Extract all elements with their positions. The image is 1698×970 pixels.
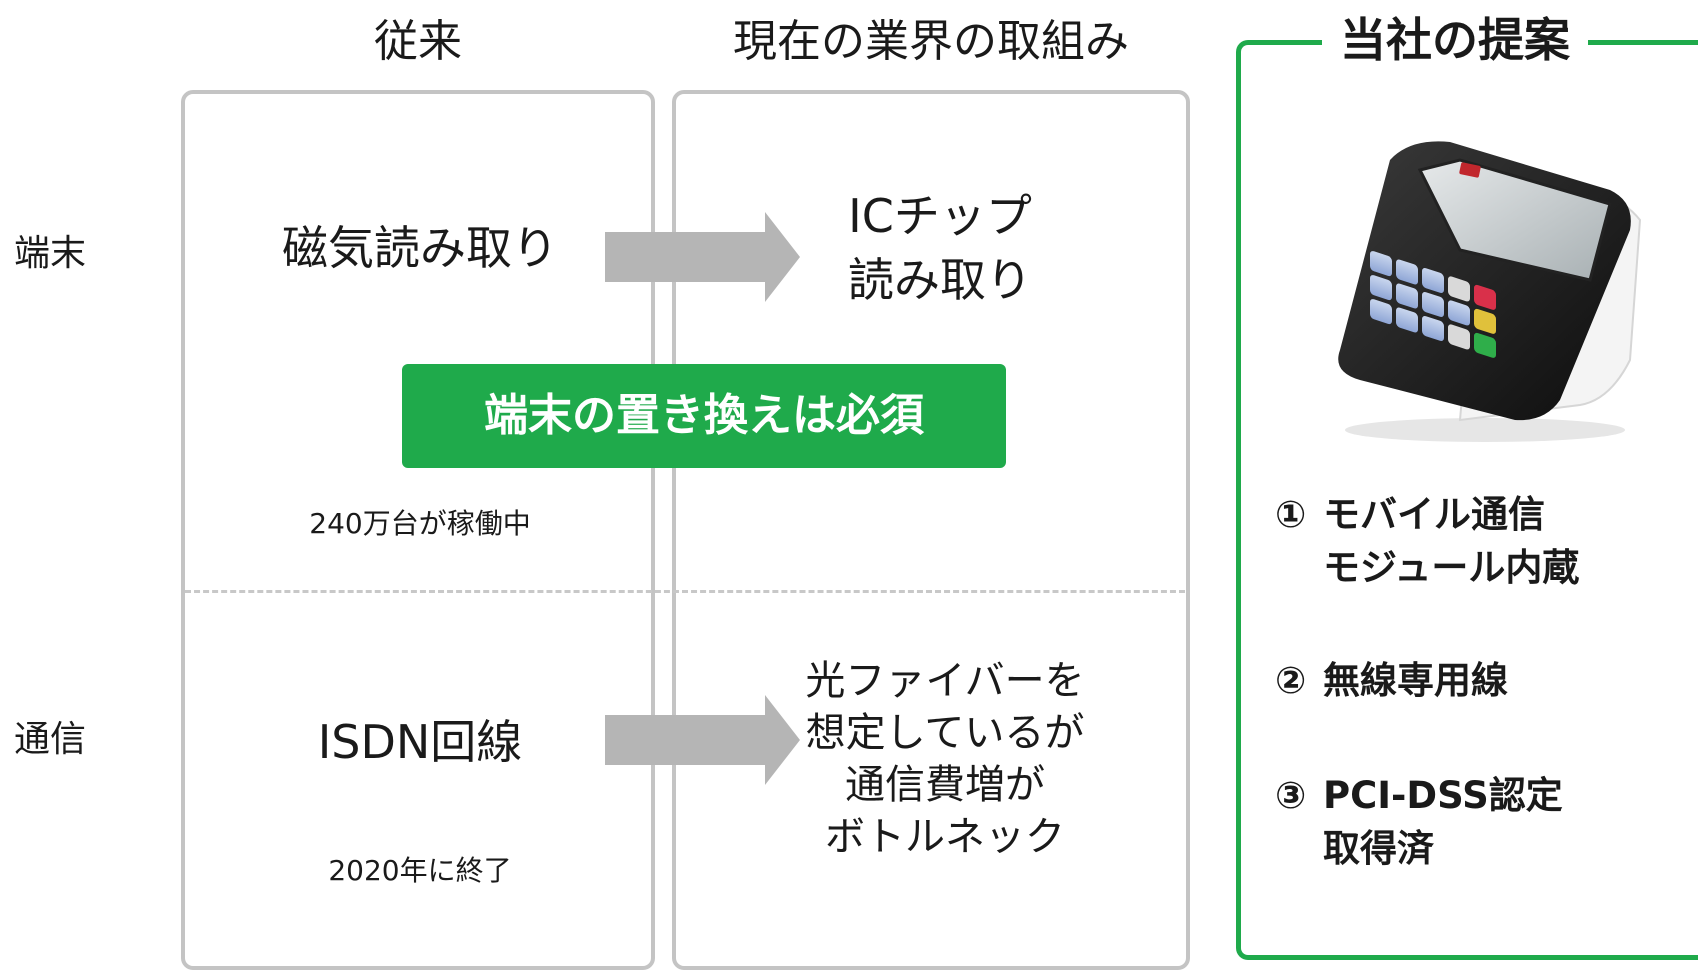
feature-number: ③ (1275, 774, 1307, 817)
proposal-title: 当社の提案 (1322, 10, 1588, 70)
feature-item: ③ PCI-DSS認定 取得済 (1275, 769, 1563, 875)
conventional-communication-note: 2020年に終了 (328, 854, 512, 887)
row-label-communication: 通信 (14, 719, 87, 760)
conventional-terminal-note: 240万台が稼働中 (309, 507, 531, 540)
current-communication-text: 光ファイバーを 想定しているが 通信費増が ボトルネック (770, 655, 1120, 863)
current-communication-line: 光ファイバーを (805, 658, 1085, 704)
conventional-panel (181, 90, 655, 970)
current-communication-line: ボトルネック (825, 814, 1065, 860)
column-header-current: 現在の業界の取組み (733, 16, 1129, 67)
feature-text: PCI-DSS認定 (1323, 774, 1563, 817)
feature-item: ② 無線専用線 (1275, 654, 1508, 707)
feature-number: ② (1275, 659, 1307, 702)
feature-text-line2: 取得済 (1323, 827, 1434, 870)
replacement-required-banner: 端末の置き換えは必須 (402, 364, 1006, 468)
row-divider (185, 590, 1185, 593)
feature-number: ① (1275, 493, 1307, 536)
feature-text: モバイル通信 (1323, 493, 1545, 536)
conventional-communication-text: ISDN回線 (317, 715, 523, 769)
current-communication-line: 想定しているが (805, 710, 1085, 756)
column-header-conventional: 従来 (374, 16, 462, 67)
payment-terminal-image (1338, 141, 1642, 442)
current-terminal-line1: ICチップ (848, 189, 1032, 243)
feature-item: ① モバイル通信 モジュール内蔵 (1275, 488, 1579, 594)
arrow-communication (605, 695, 800, 785)
row-label-terminal: 端末 (14, 233, 87, 274)
conventional-terminal-text: 磁気読み取り (282, 221, 558, 275)
current-communication-line: 通信費増が (845, 762, 1045, 808)
arrow-terminal (605, 212, 800, 302)
current-terminal-line2: 読み取り (848, 253, 1032, 307)
feature-text-line2: モジュール内蔵 (1323, 546, 1580, 589)
feature-text: 無線専用線 (1323, 659, 1508, 702)
